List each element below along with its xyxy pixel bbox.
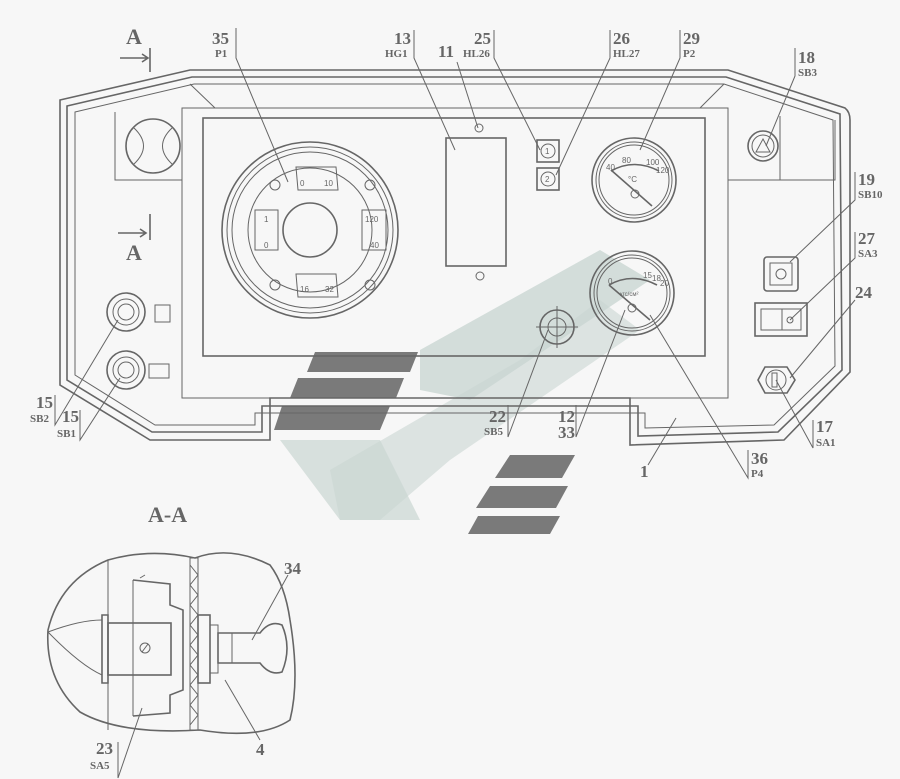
callout-11: 11 bbox=[438, 42, 454, 61]
svg-text:100: 100 bbox=[646, 158, 660, 167]
section-view-a-a: A-A 34 23 SA5 4 bbox=[46, 502, 302, 772]
leader-lines bbox=[54, 28, 856, 779]
callout-17: 17 bbox=[816, 417, 834, 436]
key-slot-icon bbox=[771, 372, 778, 388]
indicator-hl26: 1 bbox=[536, 139, 560, 163]
callout-17-ref: SA1 bbox=[816, 437, 836, 449]
svg-text:120: 120 bbox=[656, 166, 670, 175]
round-lamp bbox=[125, 118, 181, 174]
callout-26-ref: HL27 bbox=[613, 48, 640, 60]
screw-icon bbox=[474, 123, 484, 133]
gauge-tick: 0 bbox=[300, 179, 305, 188]
section-marker-a-top: A bbox=[126, 24, 142, 49]
battery-icon bbox=[148, 363, 170, 379]
callout-23-ref: SA5 bbox=[90, 760, 110, 772]
temperature-gauge-p2: 40 80 100 120 °C bbox=[591, 137, 677, 223]
svg-text:2: 2 bbox=[545, 175, 550, 184]
button-sb5[interactable] bbox=[536, 306, 578, 348]
gauge-tick: 120 bbox=[365, 215, 379, 224]
screw-icon bbox=[475, 271, 485, 281]
glow-plug-icon bbox=[154, 304, 171, 323]
svg-text:20: 20 bbox=[660, 279, 669, 288]
callout-13-ref: HG1 bbox=[385, 48, 408, 60]
svg-text:15: 15 bbox=[643, 271, 652, 280]
callout-29-ref: P2 bbox=[683, 48, 696, 60]
switch-sa3[interactable] bbox=[754, 302, 808, 337]
light-icon bbox=[786, 316, 794, 324]
callout-27-ref: SA3 bbox=[858, 248, 878, 260]
gauge-tick: 40 bbox=[370, 241, 379, 250]
callout-15-sb1: 15 bbox=[62, 407, 79, 426]
callout-36: 36 bbox=[751, 449, 768, 468]
callout-15-sb1-ref: SB1 bbox=[57, 428, 76, 440]
watermark-logo bbox=[274, 250, 650, 534]
button-sb1[interactable] bbox=[106, 350, 170, 390]
svg-text:80: 80 bbox=[622, 156, 631, 165]
display-hg1 bbox=[445, 137, 507, 267]
gauge-tick: 10 bbox=[324, 179, 333, 188]
callout-22: 22 bbox=[489, 407, 506, 426]
callout-25-ref: HL26 bbox=[463, 48, 490, 60]
gauge-tick: 32 bbox=[325, 285, 334, 294]
svg-text:0: 0 bbox=[608, 277, 613, 286]
svg-text:1: 1 bbox=[545, 147, 550, 156]
callout-15-sb2-ref: SB2 bbox=[30, 413, 49, 425]
button-sb3[interactable] bbox=[747, 130, 779, 162]
callout-27: 27 bbox=[858, 229, 876, 248]
switch-sa1[interactable] bbox=[757, 366, 796, 394]
lamp-icon bbox=[775, 268, 787, 280]
section-title: A-A bbox=[148, 502, 187, 527]
callout-29: 29 bbox=[683, 29, 700, 48]
callout-15-sb2: 15 bbox=[36, 393, 53, 412]
svg-text:40: 40 bbox=[606, 163, 615, 172]
callout-18-ref: SB3 bbox=[798, 67, 817, 79]
indicator-hl27: 2 bbox=[536, 167, 560, 191]
callout-19: 19 bbox=[858, 170, 875, 189]
callout-36-ref: P4 bbox=[751, 468, 764, 480]
section-marker-a-bottom: A bbox=[126, 240, 142, 265]
callout-4: 4 bbox=[256, 740, 265, 759]
gauge-tick: 0 bbox=[264, 241, 269, 250]
callout-34: 34 bbox=[284, 559, 302, 578]
callout-24: 24 bbox=[855, 283, 873, 302]
callout-33: 33 bbox=[558, 423, 575, 442]
gauge-tick: 16 bbox=[300, 285, 309, 294]
callout-18: 18 bbox=[798, 48, 815, 67]
callout-26: 26 bbox=[613, 29, 630, 48]
panel-body bbox=[59, 69, 851, 446]
callouts: 35 P1 13 HG1 11 25 HL26 26 HL27 29 P2 18… bbox=[30, 29, 883, 481]
button-sb10[interactable] bbox=[763, 256, 799, 292]
callout-25: 25 bbox=[474, 29, 491, 48]
button-sb2[interactable] bbox=[106, 292, 171, 332]
svg-text:18: 18 bbox=[652, 274, 661, 283]
callout-1: 1 bbox=[640, 462, 649, 481]
gauge-tick: 1 bbox=[264, 215, 269, 224]
callout-22-ref: SB5 bbox=[484, 426, 503, 438]
svg-text:кгс/см²: кгс/см² bbox=[620, 292, 638, 298]
svg-text:°C: °C bbox=[628, 175, 637, 184]
callout-23: 23 bbox=[96, 739, 113, 758]
combination-gauge-p1: 0 10 1 0 120 40 16 32 bbox=[221, 141, 399, 319]
callout-12: 12 bbox=[558, 407, 575, 426]
callout-35: 35 bbox=[212, 29, 229, 48]
callout-35-ref: P1 bbox=[215, 48, 227, 60]
callout-19-ref: SB10 bbox=[858, 189, 883, 201]
callout-13: 13 bbox=[394, 29, 411, 48]
pressure-gauge-p4: 0 15 18 20 кгс/см² bbox=[589, 250, 675, 336]
